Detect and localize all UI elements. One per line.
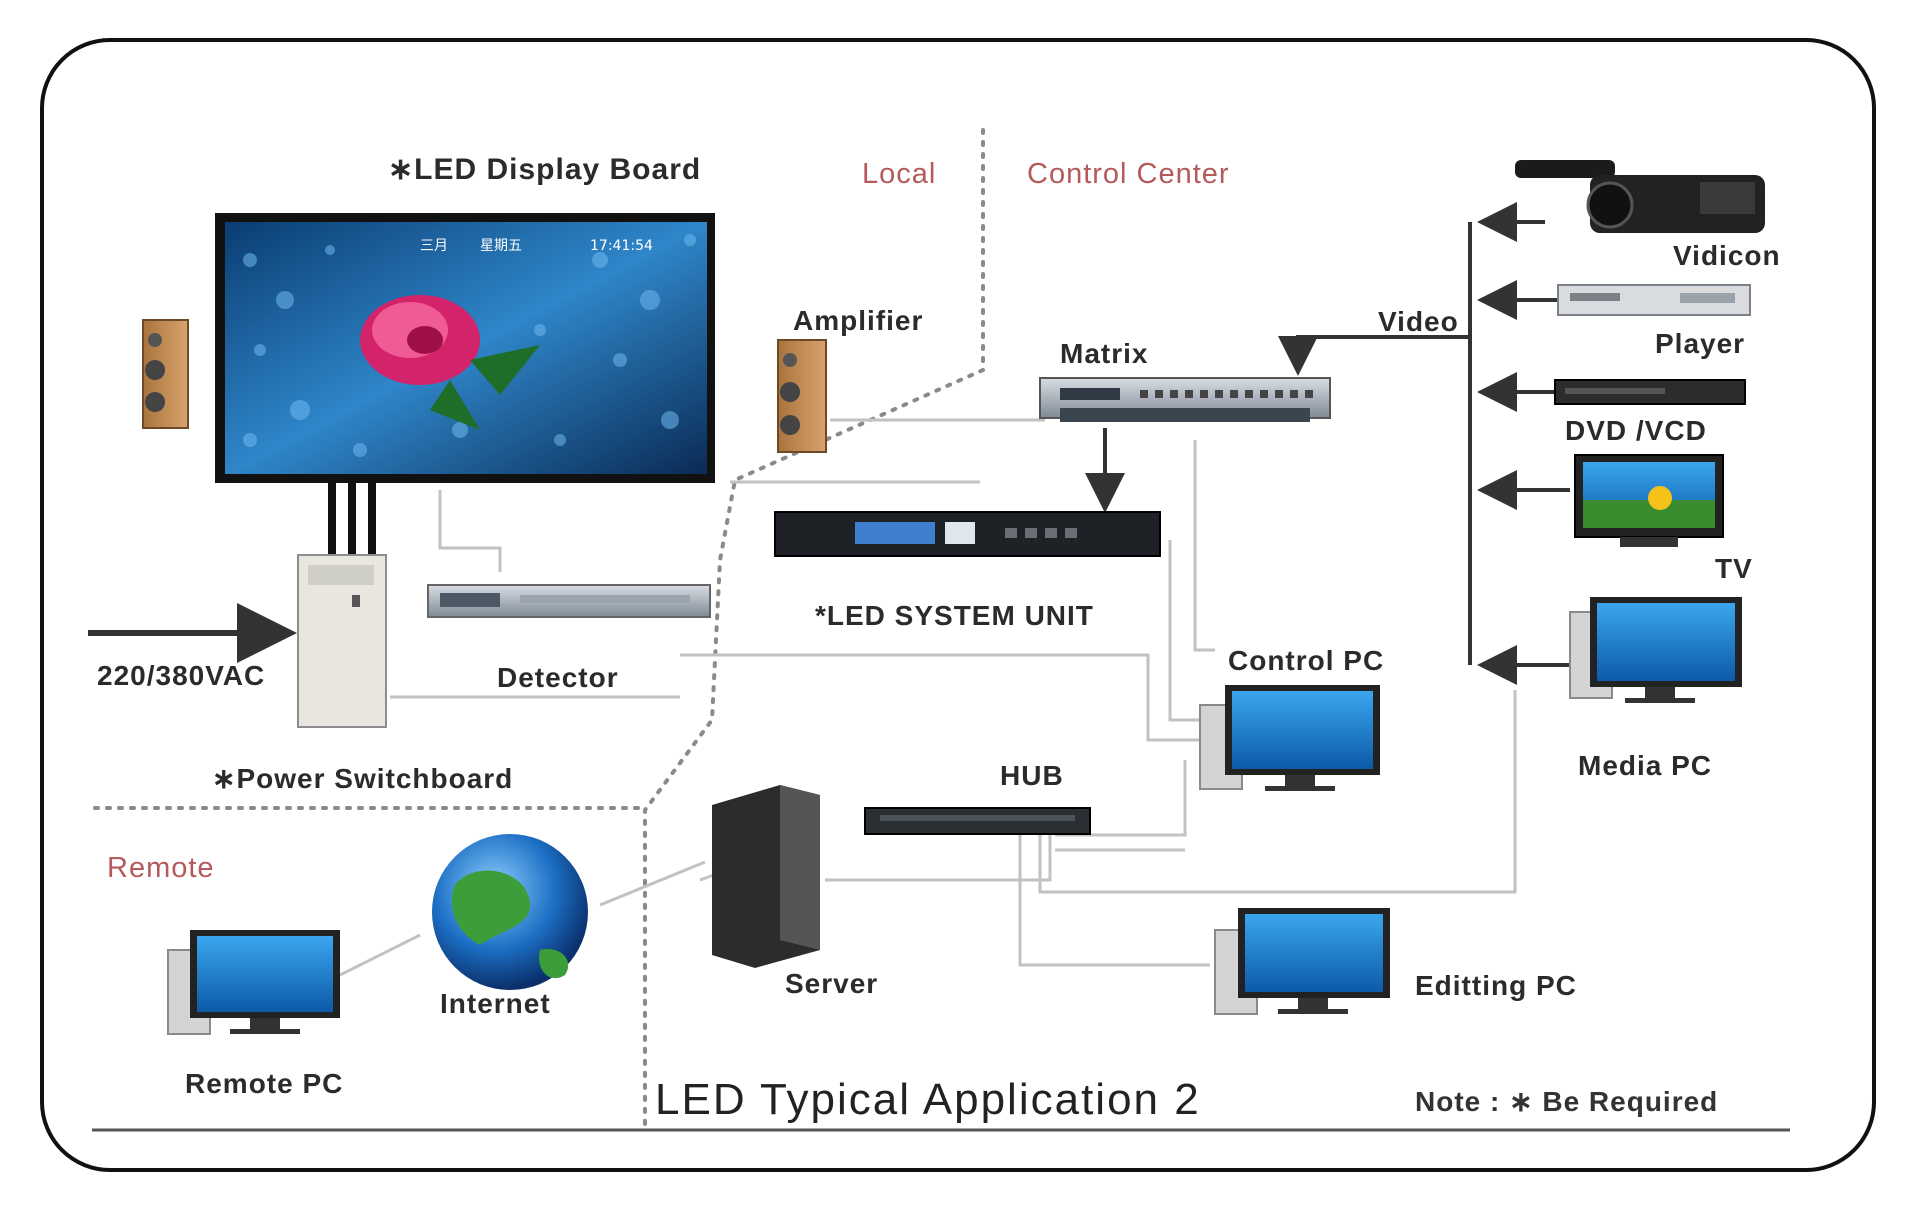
led-display-board: 三月 星期五 17:41:54 (215, 213, 715, 558)
led-system-unit-icon (774, 511, 1161, 557)
label-control-pc: Control PC (1228, 645, 1385, 676)
server-icon (712, 785, 820, 968)
matrix-icon (1039, 377, 1331, 422)
amplifier-icon (777, 339, 827, 453)
control-pc-icon (1199, 685, 1380, 791)
label-tv: TV (1715, 553, 1753, 584)
diagram-title: LED Typical Application 2 (655, 1075, 1201, 1124)
label-led-display-board: ∗LED Display Board (388, 153, 702, 186)
arrows (88, 202, 1575, 685)
label-video: Video (1378, 306, 1459, 337)
label-editing-pc: Editting PC (1415, 970, 1577, 1001)
hub-icon (864, 807, 1091, 835)
label-media-pc: Media PC (1578, 750, 1713, 781)
label-led-system-unit: *LED SYSTEM UNIT (815, 600, 1094, 631)
power-switchboard-icon (297, 554, 387, 728)
screen-time: 17:41:54 (590, 238, 653, 254)
zone-label-local: Local (862, 158, 937, 190)
rose-image (360, 295, 540, 430)
detector-icon (427, 584, 711, 618)
label-server: Server (785, 968, 879, 999)
label-remote-pc: Remote PC (185, 1068, 344, 1099)
vidicon-icon (1515, 160, 1765, 233)
label-hub: HUB (1000, 760, 1064, 791)
label-internet: Internet (440, 988, 551, 1019)
screen-date: 三月 (420, 238, 448, 254)
zone-dividers (93, 128, 985, 1132)
label-amplifier: Amplifier (793, 305, 924, 336)
label-power-switchboard: ∗Power Switchboard (212, 763, 514, 794)
label-player: Player (1655, 328, 1746, 359)
label-power-input: 220/380VAC (97, 660, 266, 691)
editing-pc-icon (1214, 908, 1390, 1015)
label-dvd-vcd: DVD /VCD (1565, 415, 1707, 446)
player-icon (1557, 284, 1751, 316)
remote-pc-icon (167, 930, 340, 1035)
wiring (339, 418, 1517, 977)
screen-weekday: 星期五 (480, 238, 522, 254)
note-required: Note : ∗ Be Required (1415, 1086, 1719, 1117)
label-matrix: Matrix (1060, 338, 1149, 369)
zone-label-remote: Remote (107, 852, 215, 884)
dvd-vcd-icon (1554, 379, 1746, 405)
label-vidicon: Vidicon (1673, 240, 1781, 271)
tv-icon (1574, 454, 1724, 547)
speaker-icon (142, 319, 189, 429)
globe-icon (432, 834, 588, 990)
zone-label-control-center: Control Center (1027, 158, 1230, 190)
label-detector: Detector (497, 662, 619, 693)
media-pc-icon (1569, 597, 1742, 703)
